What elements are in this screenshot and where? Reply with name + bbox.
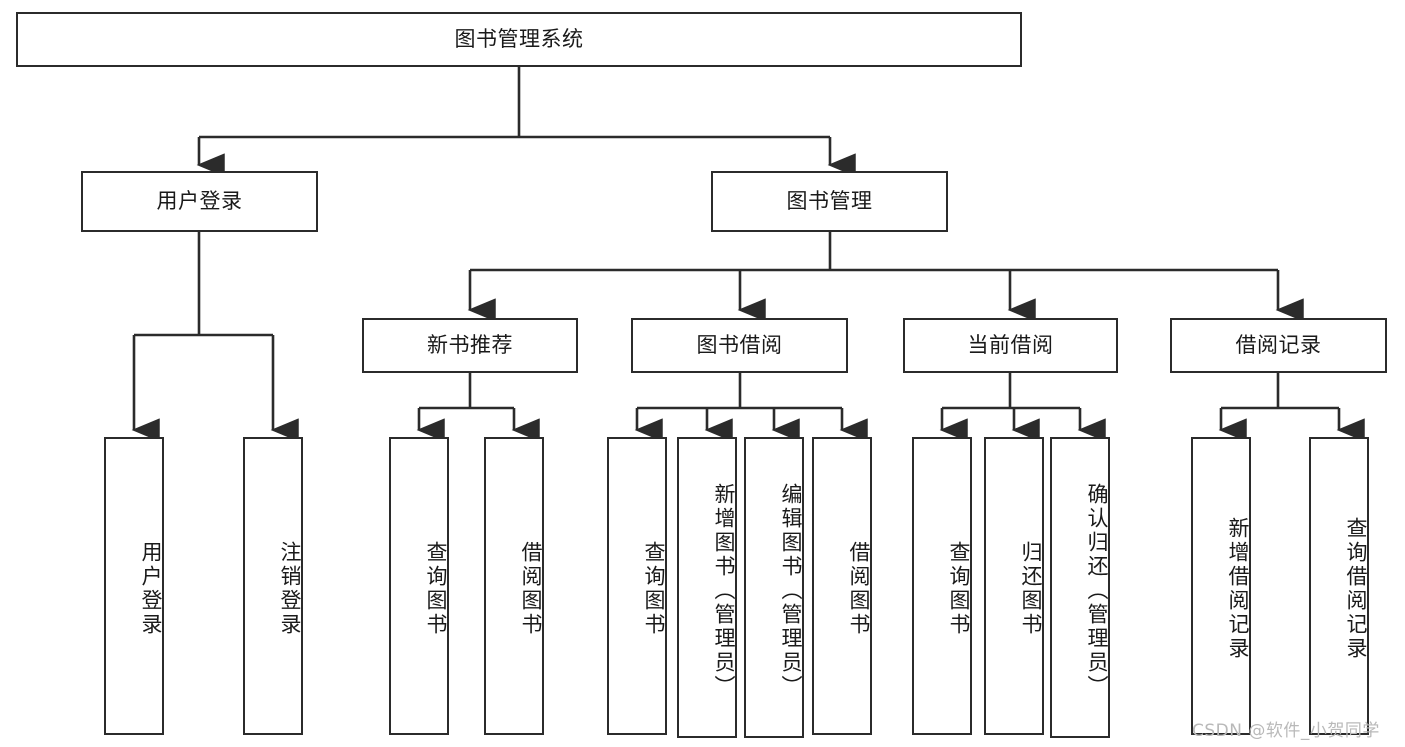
leaf-query-book-recommend[interactable]: 查询图书 [389, 437, 449, 735]
leaf-query-book-current[interactable]: 查询图书 [912, 437, 972, 735]
edge-newbook-to-leaves [416, 373, 540, 442]
leaf-borrow-book-label: 借阅图书 [847, 541, 871, 637]
node-book-management[interactable]: 图书管理 [711, 171, 948, 232]
node-borrow-records-label: 借阅记录 [1235, 332, 1322, 357]
leaf-logout[interactable]: 注销登录 [243, 437, 303, 735]
edge-root-to-level2 [197, 67, 832, 153]
edge-borrow-to-leaves [634, 373, 868, 442]
edge-booklogin-to-leaves [131, 232, 299, 442]
node-user-login-label: 用户登录 [156, 188, 243, 213]
leaf-query-borrow-record[interactable]: 查询借阅记录 [1309, 437, 1369, 735]
leaf-query-book-borrow-label: 查询图书 [642, 541, 666, 637]
leaf-user-login-label: 用户登录 [139, 541, 163, 637]
leaf-query-book-current-label: 查询图书 [947, 541, 971, 637]
leaf-edit-book-admin-label: 编辑图书（管理员） [779, 482, 803, 699]
leaf-edit-book-admin[interactable]: 编辑图书（管理员） [744, 437, 804, 738]
leaf-borrow-book-recommend-label: 借阅图书 [519, 541, 543, 637]
node-borrow-records[interactable]: 借阅记录 [1170, 318, 1387, 373]
node-new-book-recommend[interactable]: 新书推荐 [362, 318, 578, 373]
leaf-user-login[interactable]: 用户登录 [104, 437, 164, 735]
csdn-watermark: CSDN @软件_小贺同学 [1192, 721, 1380, 741]
node-root-label: 图书管理系统 [454, 26, 584, 51]
edge-records-to-leaves [1218, 373, 1365, 442]
node-book-borrow-label: 图书借阅 [696, 332, 783, 357]
leaf-logout-label: 注销登录 [278, 541, 302, 637]
leaf-query-book-borrow[interactable]: 查询图书 [607, 437, 667, 735]
leaf-query-borrow-record-label: 查询借阅记录 [1344, 517, 1368, 661]
node-book-borrow[interactable]: 图书借阅 [631, 318, 848, 373]
node-new-book-recommend-label: 新书推荐 [427, 332, 513, 357]
node-book-management-label: 图书管理 [786, 188, 873, 213]
edge-bookmgmt-to-level3 [467, 232, 1304, 322]
leaf-add-borrow-record-label: 新增借阅记录 [1226, 517, 1250, 661]
leaf-query-book-recommend-label: 查询图书 [424, 541, 448, 637]
node-current-borrow-label: 当前借阅 [967, 332, 1054, 357]
leaf-add-book-admin[interactable]: 新增图书（管理员） [677, 437, 737, 738]
leaf-return-book[interactable]: 归还图书 [984, 437, 1044, 735]
leaf-add-book-admin-label: 新增图书（管理员） [712, 482, 736, 699]
leaf-add-borrow-record[interactable]: 新增借阅记录 [1191, 437, 1251, 735]
leaf-return-book-label: 归还图书 [1019, 541, 1043, 637]
leaf-borrow-book-recommend[interactable]: 借阅图书 [484, 437, 544, 735]
arrowhead-root-children [196, 153, 856, 177]
edge-current-to-leaves [939, 373, 1106, 442]
node-current-borrow[interactable]: 当前借阅 [903, 318, 1118, 373]
leaf-confirm-return-admin[interactable]: 确认归还（管理员） [1050, 437, 1110, 738]
node-root[interactable]: 图书管理系统 [16, 12, 1022, 67]
leaf-confirm-return-admin-label: 确认归还（管理员） [1085, 482, 1109, 699]
node-user-login[interactable]: 用户登录 [81, 171, 318, 232]
leaf-borrow-book[interactable]: 借阅图书 [812, 437, 872, 735]
